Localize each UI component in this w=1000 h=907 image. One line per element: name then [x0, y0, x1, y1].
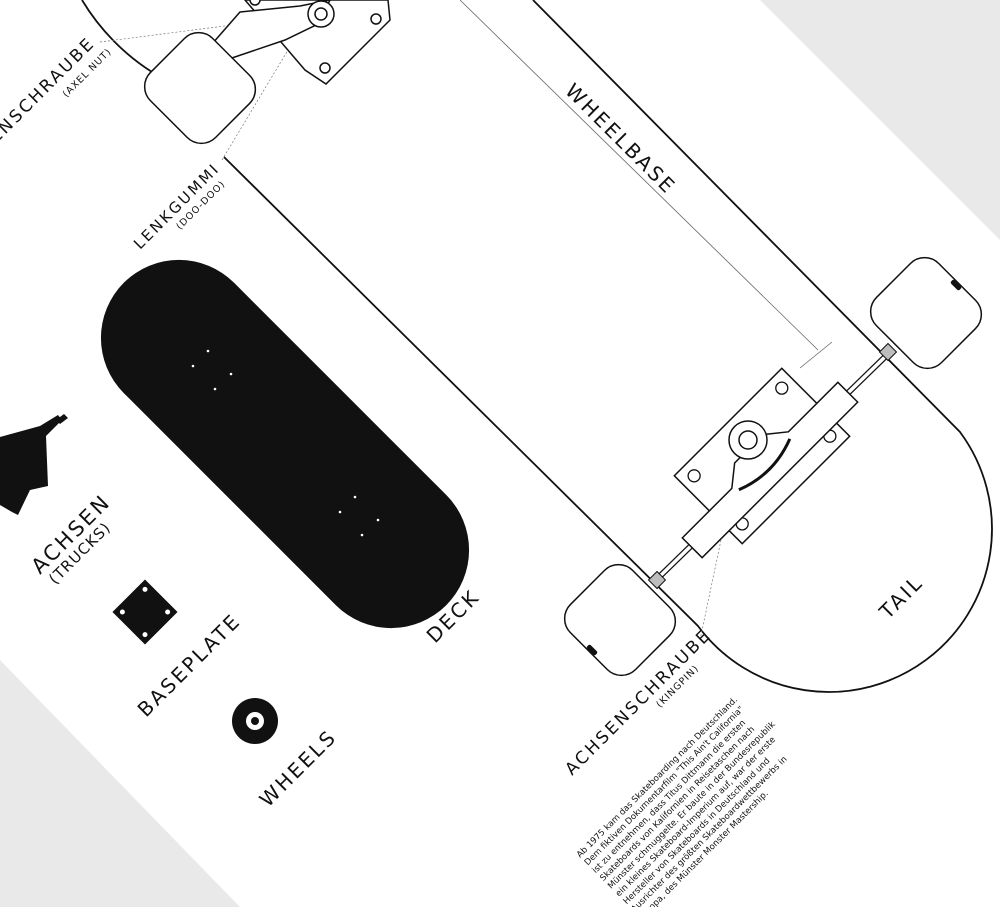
deck-icon	[100, 259, 470, 629]
truck-icon	[0, 414, 68, 515]
wheelbase-measure	[459, 0, 833, 369]
baseplate-icon	[112, 579, 178, 645]
axle-end	[878, 342, 898, 362]
top-baseplate-bolt	[370, 13, 382, 25]
top-baseplate-bolt	[319, 62, 331, 74]
top-kingpin-nut	[314, 7, 328, 21]
leader-lines	[99, 13, 743, 641]
wheel-mark	[586, 644, 598, 656]
top-wheel	[143, 31, 257, 145]
top-truck	[143, 0, 391, 145]
hanger	[681, 381, 859, 559]
axle-end	[647, 570, 667, 590]
kingpin-nut	[738, 430, 758, 450]
top-baseplate-bolt	[249, 0, 261, 6]
wheel-mark	[950, 279, 962, 291]
bottom-truck	[563, 256, 983, 677]
deck-outline-large	[81, 0, 993, 693]
wheel-icon	[232, 698, 278, 744]
